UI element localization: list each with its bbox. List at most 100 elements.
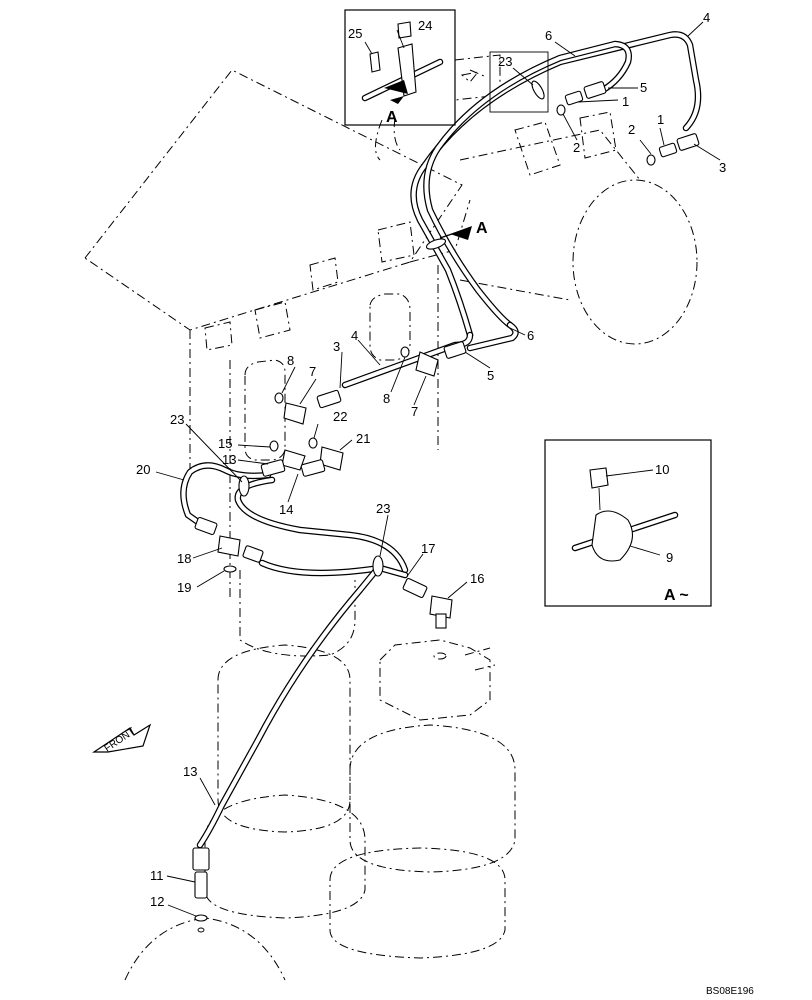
callout-22: 22	[333, 409, 347, 424]
callout-13: 13	[183, 764, 197, 779]
upper-arrow	[460, 69, 485, 83]
tank-bottom	[124, 917, 286, 981]
callout-1: 1	[657, 112, 664, 127]
drawing-code: BS08E196	[706, 986, 754, 997]
clamp-9	[591, 510, 634, 562]
callout-23: 23	[498, 54, 512, 69]
port-block	[254, 301, 291, 339]
phantom-outlines	[84, 54, 698, 981]
adapter-11	[194, 871, 208, 899]
inset-frame-a	[544, 439, 712, 607]
elbow-14-upper	[281, 449, 306, 471]
oring-22	[308, 437, 318, 449]
hoses	[180, 31, 702, 849]
callout-18: 18	[177, 551, 191, 566]
callout-6: 6	[527, 328, 534, 343]
tank-bracket	[514, 121, 561, 176]
clamp-23-upper	[531, 80, 545, 100]
fitting-3-lower	[316, 389, 342, 409]
fitting-3-upper	[676, 133, 700, 151]
oring-2-right	[646, 154, 656, 166]
pump-body-lower	[204, 794, 366, 919]
callout-8: 8	[383, 391, 390, 406]
fitting-5-lower	[443, 341, 467, 359]
callout-5: 5	[487, 368, 494, 383]
pump-body-right-lower	[329, 847, 506, 959]
fittings	[192, 80, 700, 933]
oring-8-right	[400, 346, 410, 358]
pump-body-right	[349, 724, 516, 873]
callout-24: 24	[418, 18, 432, 33]
port-block	[309, 257, 339, 291]
bolt-10	[589, 467, 609, 489]
pump-body-left	[217, 644, 351, 833]
fitting-13-lower	[192, 847, 210, 871]
elbow-18	[217, 535, 241, 557]
port-block	[204, 321, 233, 351]
callout-12: 12	[150, 894, 164, 909]
fitting-5-upper	[583, 81, 607, 99]
inset-detail-a	[544, 439, 712, 607]
callout-5: 5	[640, 80, 647, 95]
callout-10: 10	[655, 462, 669, 477]
pump-head	[239, 570, 356, 657]
view-arrow-inset	[384, 80, 408, 94]
oring-15	[269, 440, 279, 452]
view-label-inset: A	[386, 109, 398, 126]
fitting-17-left	[242, 545, 264, 563]
elbow-7-right	[415, 351, 439, 377]
clamp-23-middle	[238, 475, 250, 497]
callout-23-box	[489, 51, 549, 113]
view-a-arrow	[450, 226, 472, 240]
callout-2: 2	[573, 140, 580, 155]
pump-head-right	[379, 639, 491, 721]
callout-25: 25	[348, 26, 362, 41]
clamp-upper-lower	[425, 238, 447, 250]
callout-15: 15	[218, 436, 232, 451]
tank-end	[572, 179, 698, 345]
elbow-21	[319, 446, 344, 471]
leader-lines	[155, 21, 721, 917]
adapter-1-right	[658, 142, 678, 158]
fitting-13-upper	[260, 459, 286, 477]
inset-detail-top	[344, 9, 456, 126]
detail-caption: A ~	[664, 587, 689, 604]
callout-3: 3	[333, 339, 340, 354]
callout-2: 2	[628, 122, 635, 137]
clamp-24-top	[397, 21, 412, 39]
inset-frame-top	[344, 9, 456, 126]
callout-4: 4	[703, 10, 710, 25]
oring-2-upper	[556, 104, 566, 116]
pump-port	[464, 647, 496, 671]
elbow-16-stem	[435, 613, 447, 629]
callout-16: 16	[470, 571, 484, 586]
port-marker	[433, 652, 447, 660]
callout-23: 23	[170, 412, 184, 427]
front-arrow	[92, 723, 152, 753]
callout-17: 17	[421, 541, 435, 556]
elbow-7-left	[283, 402, 307, 425]
view-label-main: A	[476, 220, 488, 237]
adapter-1-upper	[564, 90, 584, 106]
callout-13: 13	[222, 452, 236, 467]
callout-3: 3	[719, 160, 726, 175]
callout-14: 14	[279, 502, 293, 517]
callout-11: 11	[150, 868, 164, 883]
hose-13	[196, 564, 382, 849]
callouts: 1 1 2 2 3 3 4 4 5 5 6 6 7 7 8 8 9 10 11 …	[136, 10, 726, 909]
callout-4: 4	[351, 328, 358, 343]
oring-12	[194, 914, 208, 922]
oring-8-left	[274, 392, 284, 404]
port-block	[377, 221, 415, 263]
callout-20: 20	[136, 462, 150, 477]
callout-19: 19	[177, 580, 191, 595]
bolt-25	[369, 51, 381, 73]
valve-plate	[244, 359, 286, 461]
callout-8: 8	[287, 353, 294, 368]
fitting-20	[194, 516, 218, 536]
callout-7: 7	[309, 364, 316, 379]
callout-6: 6	[545, 28, 552, 43]
callout-21: 21	[356, 431, 370, 446]
